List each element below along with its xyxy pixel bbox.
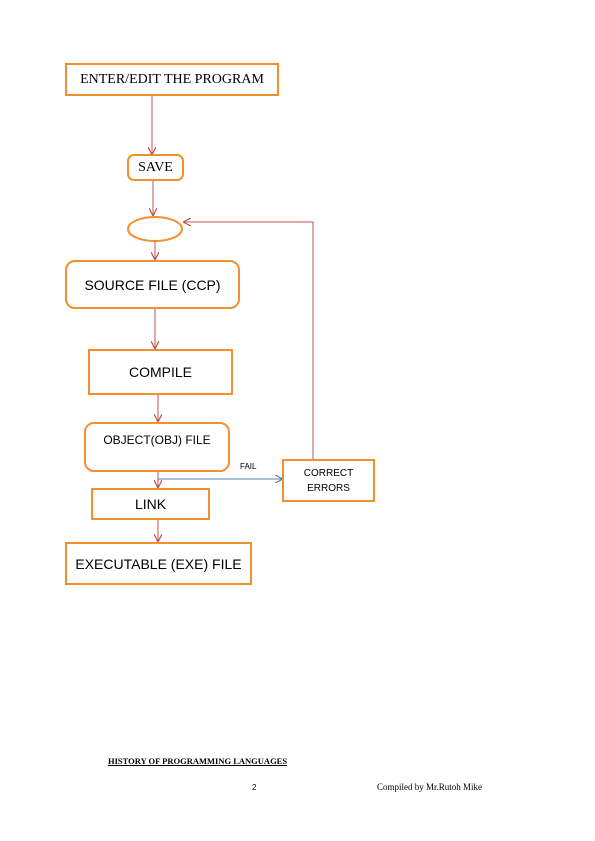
- step-correct-errors-line2: ERRORS: [307, 482, 350, 494]
- step-save-label: SAVE: [138, 159, 173, 175]
- step-compile-label: COMPILE: [128, 364, 192, 380]
- compiled-by: Compiled by Mr.Rutoh Mike: [377, 782, 483, 792]
- arrow-correct-loop-back: [184, 222, 314, 459]
- step-executable-label: EXECUTABLE (EXE) FILE: [75, 555, 242, 572]
- page-number: 2: [252, 783, 257, 792]
- step-enter-edit: ENTER/EDIT THE PROGRAM: [65, 63, 279, 96]
- step-source-file: SOURCE FILE (CCP): [65, 260, 240, 309]
- step-enter-edit-label: ENTER/EDIT THE PROGRAM: [80, 71, 264, 87]
- footer-title: HISTORY OF PROGRAMMING LANGUAGES: [108, 756, 288, 766]
- step-correct-errors-line1: CORRECT: [303, 467, 354, 479]
- step-object-file-label: OBJECT(OBJ) FILE: [103, 433, 211, 447]
- step-link-label: LINK: [134, 496, 167, 512]
- step-source-file-label: SOURCE FILE (CCP): [84, 276, 221, 293]
- step-link: LINK: [91, 488, 210, 520]
- step-object-file: OBJECT(OBJ) FILE: [84, 422, 230, 472]
- step-correct-errors: CORRECT ERRORS: [282, 459, 375, 502]
- step-save: SAVE: [127, 154, 184, 181]
- junction-oval: [127, 216, 183, 242]
- step-executable: EXECUTABLE (EXE) FILE: [65, 542, 252, 585]
- edge-label-fail: FAIL: [240, 462, 257, 471]
- step-compile: COMPILE: [88, 349, 233, 395]
